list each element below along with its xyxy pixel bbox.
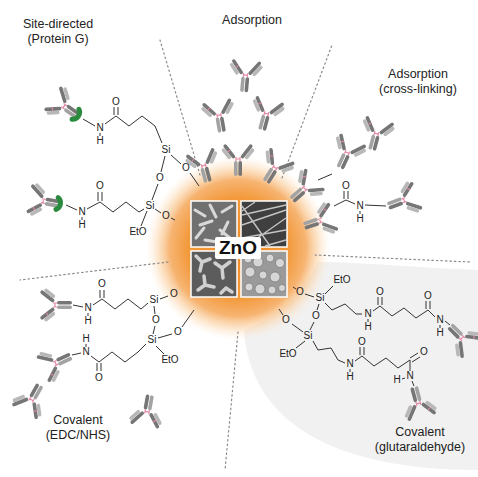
sector-divider (160, 40, 200, 175)
atom-label: O (162, 211, 170, 221)
protein-g (25, 82, 89, 222)
sem-tile (268, 286, 276, 294)
atom-label: O (376, 287, 384, 297)
sector-divider (282, 45, 332, 178)
atom-label: H (84, 316, 91, 326)
atom-label: H (436, 328, 443, 338)
sem-tile (255, 284, 265, 294)
atom-label: O (95, 373, 103, 383)
atom-label: H (82, 334, 89, 344)
sem-tile (266, 254, 274, 262)
atom-label: O (312, 311, 320, 321)
sector-divider (20, 262, 168, 280)
antibody-icon (41, 82, 89, 131)
antibody-icon (34, 339, 79, 386)
protein-g (72, 109, 82, 121)
atom-label: H (393, 375, 400, 385)
method-label: Site-directed (Protein G) (11, 17, 106, 47)
protein-g (56, 198, 61, 210)
sector-divider (225, 332, 238, 470)
antibody-icon (40, 287, 72, 324)
atom-label: N (356, 201, 363, 211)
atom-label: N (346, 359, 353, 369)
atom-label: O (112, 97, 120, 107)
atom-label: O (424, 291, 432, 301)
protein-g (25, 180, 64, 222)
atom-label: O (296, 287, 304, 297)
sem-tile (279, 285, 286, 292)
atom-label: Si (162, 145, 171, 155)
sem-tile (196, 256, 232, 293)
antibody-icon (198, 97, 240, 135)
atom-label: O (98, 279, 106, 289)
atom-label: Si (150, 295, 159, 305)
atom-label: N (84, 303, 91, 313)
antibody-icon (354, 114, 398, 155)
method-label: Covalent (glutaraldehyde) (368, 425, 473, 455)
antibody-icon (244, 94, 288, 135)
method-label: Adsorption (222, 13, 282, 28)
atom-label: H (96, 136, 103, 146)
atom-label: Si (148, 335, 157, 345)
material-label: ZnO (215, 237, 261, 259)
chemical-bond (66, 107, 450, 386)
atom-label: N (406, 371, 413, 381)
sector-divider (315, 255, 470, 262)
method-label: Adsorption (cross-linking) (371, 67, 466, 97)
atom-label: Si (304, 331, 313, 341)
antibody-icon (8, 58, 478, 430)
antibody-icon (25, 180, 63, 222)
antibody-icon (396, 382, 440, 423)
atom-label: N (78, 207, 85, 217)
atom-label: EtO (129, 227, 146, 237)
atom-label: O (182, 163, 190, 173)
sector-divider (20, 40, 470, 470)
atom-label: O (174, 327, 182, 337)
atom-label: O (152, 315, 160, 325)
sem-tile (244, 254, 286, 294)
atom-label: N (96, 123, 103, 133)
atom-label: EtO (333, 275, 350, 285)
sem-tile (245, 267, 255, 277)
atom-label: H (356, 214, 363, 224)
antibody-icon (437, 313, 478, 362)
protein-g (41, 82, 89, 131)
atom-label: O (420, 347, 428, 357)
antibody-icon (126, 392, 168, 430)
antibody-icon (323, 131, 370, 176)
atom-label: EtO (161, 355, 178, 365)
antibody-icon (226, 58, 265, 93)
atom-label: N (82, 347, 89, 357)
sem-tile (259, 271, 267, 279)
method-label: Covalent (EDC/NHS) (31, 413, 126, 443)
sem-tile (245, 283, 253, 291)
atom-label: O (170, 289, 178, 299)
antibody-icon (8, 376, 56, 422)
atom-label: Si (146, 201, 155, 211)
atom-label: H (346, 372, 353, 382)
glow-sphere (146, 156, 330, 340)
atom-label: O (342, 181, 350, 191)
atom-label: O (156, 173, 164, 183)
atom-label: O (282, 315, 290, 325)
atom-label: N (364, 309, 371, 319)
atom-label: H (78, 220, 85, 230)
atom-label: Si (316, 293, 325, 303)
atom-label: EtO (279, 349, 296, 359)
sem-tile (276, 259, 285, 268)
atom-label: O (358, 337, 366, 347)
sem-tile (270, 272, 280, 282)
antibody-icon (382, 178, 425, 223)
atom-label: N (436, 315, 443, 325)
atom-label: H (364, 322, 371, 332)
atom-label: O (96, 181, 104, 191)
chemical-bond (279, 304, 420, 386)
